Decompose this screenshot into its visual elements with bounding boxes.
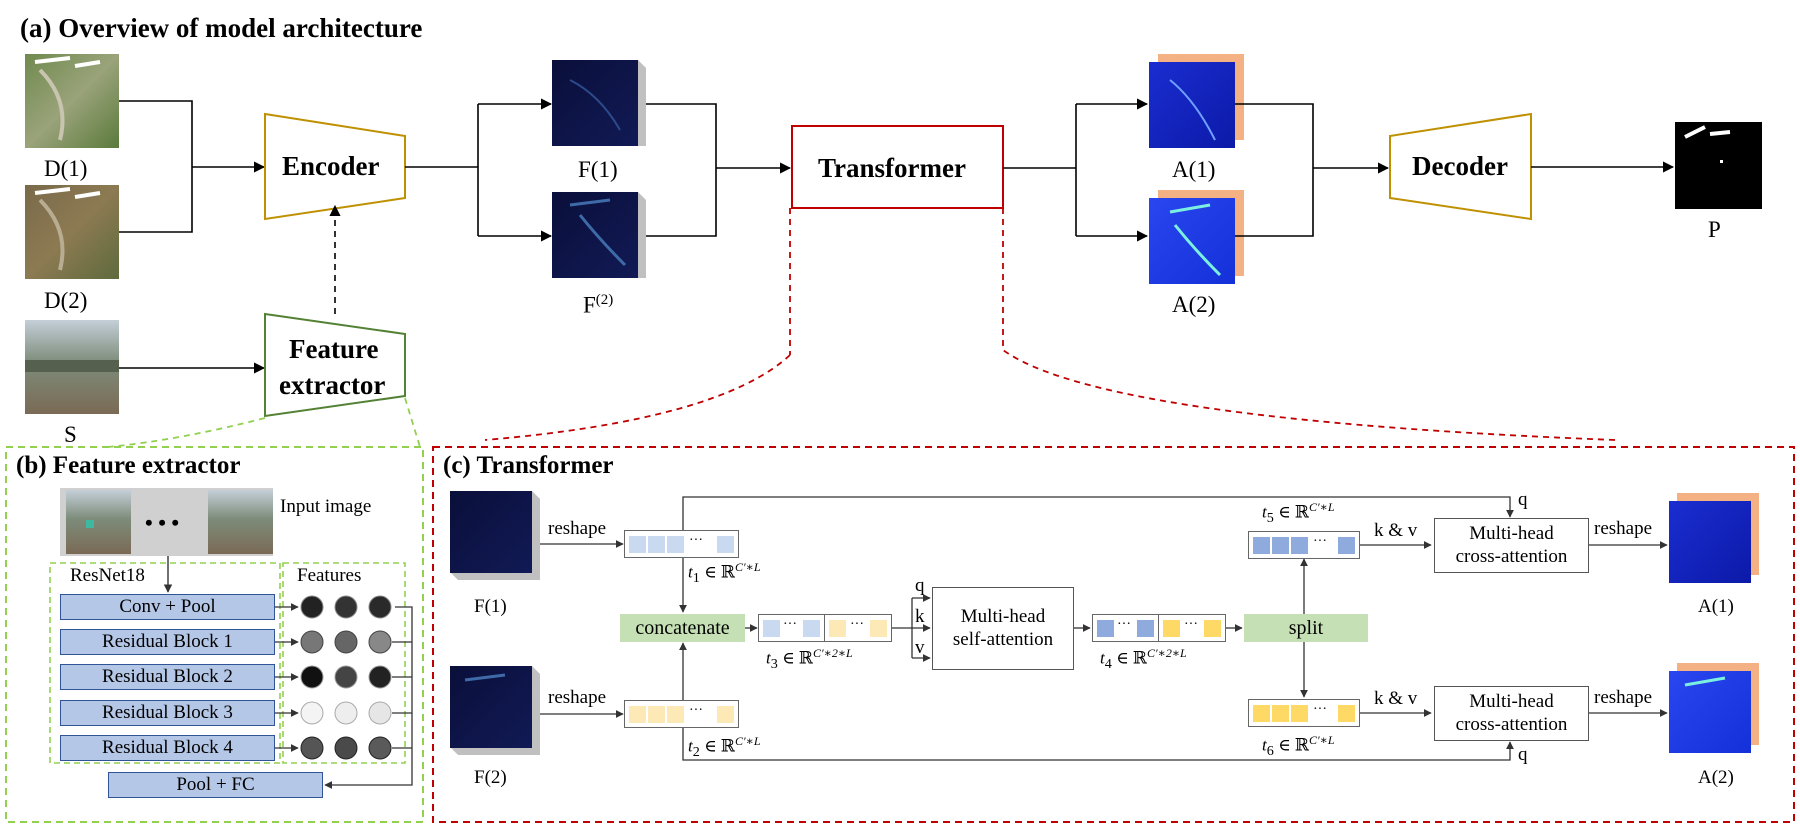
decoder-block <box>1389 112 1532 221</box>
panel-c-border <box>432 446 1795 823</box>
panel-b-title: (b) Feature extractor <box>16 452 241 479</box>
label-d2: D(2) <box>44 288 88 313</box>
token-seq-t5: ··· <box>1248 531 1360 559</box>
tf-attention-a1 <box>1669 493 1759 583</box>
feature-extractor-label-1: Feature <box>289 334 379 364</box>
q-label-cross-1: q <box>1518 489 1528 510</box>
label-p: P <box>1708 217 1721 242</box>
v-label-self: v <box>915 637 925 658</box>
tf-feature-f1 <box>450 491 540 580</box>
token-seq-t1: ··· <box>624 530 739 558</box>
tf-feature-f2 <box>450 666 540 755</box>
tf-label-a1: A(1) <box>1698 596 1734 617</box>
transformer-block <box>791 125 1004 209</box>
panel-b-border <box>5 446 424 823</box>
k-label-self: k <box>915 606 925 627</box>
block-residual-3: Residual Block 3 <box>60 700 275 726</box>
block-conv-pool: Conv + Pool <box>60 594 275 620</box>
block-residual-1: Residual Block 1 <box>60 629 275 655</box>
reshape-label-4: reshape <box>1594 687 1653 708</box>
reshape-label-2: reshape <box>548 687 607 708</box>
tf-attention-a2 <box>1669 663 1759 753</box>
concatenate-op: concatenate <box>620 614 745 642</box>
q-label-cross-2: q <box>1518 744 1528 765</box>
encoder-block <box>264 112 406 221</box>
feature-extractor-label-2: extractor <box>279 370 386 400</box>
token-seq-t4: ··· ··· <box>1092 614 1226 642</box>
t5-dim: t5 ∈ ℝC′∗L <box>1262 500 1335 527</box>
features-label: Features <box>297 565 362 586</box>
t1-dim: t1 ∈ ℝC′∗L <box>688 560 761 587</box>
t4-dim: t4 ∈ ℝC′∗2∗L <box>1100 646 1187 673</box>
label-a2: A(2) <box>1172 292 1216 317</box>
tf-label-f1: F(1) <box>474 596 507 617</box>
encoder-label: Encoder <box>282 151 380 181</box>
image-s <box>25 320 119 414</box>
label-f2: F(2) <box>583 292 614 318</box>
label-d1: D(1) <box>44 156 88 181</box>
image-d1 <box>25 54 119 148</box>
label-s: S <box>64 422 77 447</box>
attention-map-a2 <box>1149 190 1244 284</box>
ellipsis-label: • • • <box>145 510 180 535</box>
attention-map-a1 <box>1149 54 1244 148</box>
resnet-label: ResNet18 <box>70 565 145 586</box>
block-residual-2: Residual Block 2 <box>60 664 275 690</box>
t2-dim: t2 ∈ ℝC′∗L <box>688 734 761 761</box>
q-label-self: q <box>915 575 925 596</box>
kv-label-1: k & v <box>1374 520 1418 541</box>
reshape-label-3: reshape <box>1594 518 1653 539</box>
split-op: split <box>1244 614 1368 642</box>
token-seq-t3: ··· ··· <box>758 614 892 642</box>
panel-c-title: (c) Transformer <box>443 452 614 479</box>
transformer-label: Transformer <box>818 153 966 183</box>
label-a1: A(1) <box>1172 157 1216 182</box>
image-d2 <box>25 185 119 279</box>
t3-dim: t3 ∈ ℝC′∗2∗L <box>766 646 853 673</box>
reshape-label-1: reshape <box>548 518 607 539</box>
label-f1: F(1) <box>578 157 618 182</box>
decoder-label: Decoder <box>1412 151 1508 181</box>
feature-map-f1 <box>552 60 646 146</box>
input-image-label: Input image <box>280 496 372 517</box>
tf-label-a2: A(2) <box>1698 767 1734 788</box>
token-seq-t2: ··· <box>624 700 739 728</box>
kv-label-2: k & v <box>1374 688 1418 709</box>
token-seq-t6: ··· <box>1248 699 1360 727</box>
panel-a-title: (a) Overview of model architecture <box>20 13 423 43</box>
feature-extractor-block <box>264 312 406 418</box>
block-residual-4: Residual Block 4 <box>60 735 275 761</box>
t6-dim: t6 ∈ ℝC′∗L <box>1262 733 1335 760</box>
tf-label-f2: F(2) <box>474 767 507 788</box>
output-mask-p <box>1675 122 1762 209</box>
block-pool-fc: Pool + FC <box>108 772 323 798</box>
feature-map-f2 <box>552 192 646 278</box>
feature-map-thumbnails <box>300 595 392 760</box>
